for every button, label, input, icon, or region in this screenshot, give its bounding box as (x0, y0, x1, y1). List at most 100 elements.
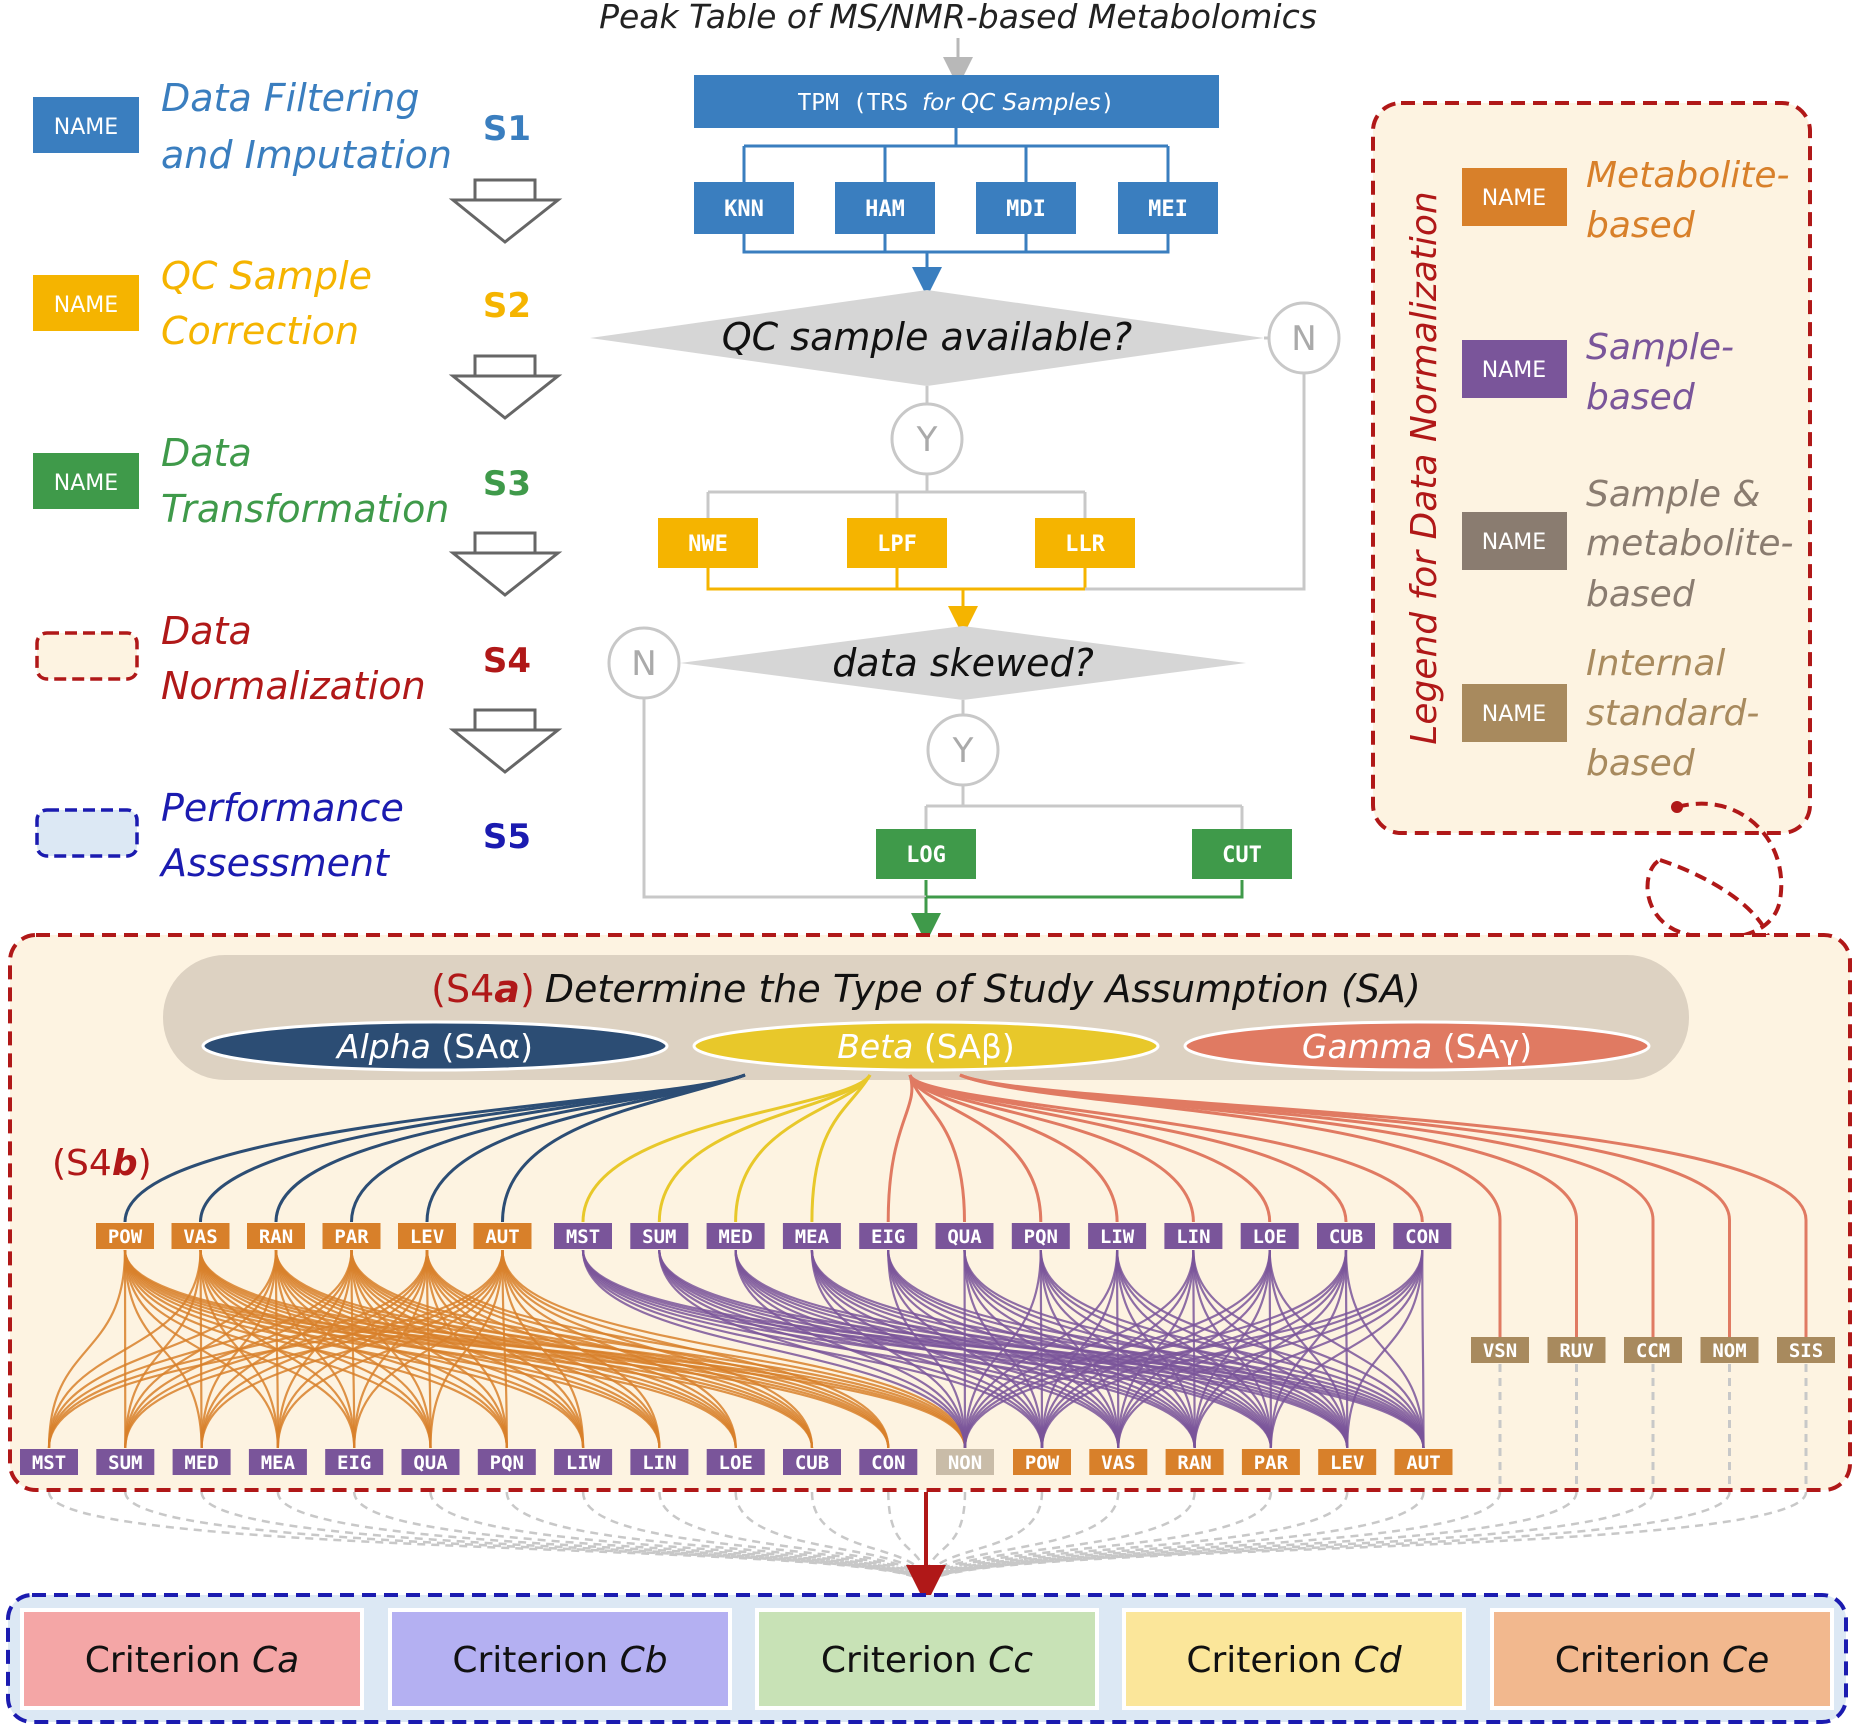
imputation-mdi: MDI (976, 182, 1076, 234)
tpm-label: TPM (TRS for QC Samples) (797, 90, 1114, 116)
assessment-link (47, 1491, 928, 1586)
norm-legend-text-line: metabolite- (1586, 523, 1794, 564)
metabolite-link (47, 1249, 278, 1449)
row1-aut-label: AUT (485, 1226, 519, 1248)
row2-loe-label: LOE (719, 1452, 753, 1474)
transform-log-box (876, 829, 976, 879)
down-arrow-icon (473, 708, 537, 732)
row2-non-box (936, 1449, 994, 1475)
row1-ccm-label: CCM (1636, 1340, 1670, 1362)
sample-link (810, 1249, 967, 1449)
row2-pqn: PQN (477, 1449, 536, 1475)
qc-branch-lines (706, 474, 1087, 518)
qc-llr: LLR (1035, 518, 1135, 568)
assessment-link (924, 1491, 1120, 1586)
criterion-cc: Criterion Cc (755, 1608, 1099, 1710)
row1-pow-label: POW (108, 1226, 143, 1248)
row2-lev-label: LEV (1330, 1452, 1364, 1474)
qc-lpf: LPF (847, 518, 947, 568)
row2-lev: LEV (1318, 1449, 1377, 1475)
imputation-knn: KNN (694, 182, 794, 234)
norm-legend-color-box (1462, 512, 1567, 570)
assessment-links (47, 1491, 1808, 1586)
norm-legend-text-line: Sample- (1586, 327, 1734, 368)
step-legend-s3: NAME Data Transformation S3 (33, 431, 531, 531)
row2-lin-box (630, 1449, 689, 1475)
down-arrow-icon (473, 178, 537, 202)
row1-vsn-label: VSN (1483, 1340, 1517, 1362)
row2-par-label: PAR (1254, 1452, 1289, 1474)
row2-mst-label: MST (32, 1452, 66, 1474)
assessment-link (924, 1491, 1502, 1586)
sample-link (963, 1249, 1271, 1449)
skewed-diamond (680, 626, 1246, 700)
qc-yes-label: Y (916, 420, 938, 460)
step-name-line1: QC Sample (161, 254, 372, 298)
step-legend: NAME Data Filtering and Imputation S1 NA… (33, 76, 563, 885)
qc-llr-box (1035, 518, 1135, 568)
norm-legend-text-line: based (1586, 377, 1696, 418)
row1-sum: SUM (630, 1223, 689, 1249)
row1-pow-box (96, 1223, 154, 1249)
row2-lin: LIN (630, 1449, 689, 1475)
row2-eig: EIG (325, 1449, 384, 1475)
step-name-line2: Correction (161, 309, 359, 353)
criterion-box (1490, 1608, 1834, 1710)
step-name-line1: Data (161, 609, 252, 653)
down-arrow-icon (448, 374, 563, 420)
row2-vas-label: VAS (1101, 1452, 1135, 1474)
row1-con-label: CON (1405, 1226, 1439, 1248)
sample-link (963, 1249, 1195, 1449)
step-id: S3 (483, 464, 531, 504)
imputation-mei-label: MEI (1148, 197, 1188, 222)
gamma-link (908, 1074, 1043, 1223)
row2-med: MED (172, 1449, 231, 1475)
assumption-alpha: Alpha (SAα) (201, 1020, 669, 1072)
tpm-box (694, 75, 1219, 128)
row1-sis: SIS (1777, 1337, 1835, 1363)
row1-liw-box (1088, 1223, 1147, 1249)
assessment-link (276, 1491, 928, 1586)
sample-link (963, 1249, 967, 1449)
row2-qua-box (401, 1449, 460, 1475)
row2-ran-box (1165, 1449, 1224, 1475)
s4a-heading: (S4a)Determine the Type of Study Assumpt… (431, 967, 1421, 1011)
row2-pow-label: POW (1025, 1452, 1060, 1474)
row1-eig-box (859, 1223, 918, 1249)
metabolite-link (200, 1249, 504, 1449)
transform-cut-box (1192, 829, 1292, 879)
step-name-line2: Assessment (158, 841, 391, 885)
step-name-line2: Normalization (161, 664, 426, 708)
skew-no-path (642, 698, 926, 899)
metabolite-link (501, 1249, 508, 1449)
skewed-question: data skewed? (832, 641, 1094, 685)
criterion-cb: Criterion Cb (388, 1608, 732, 1710)
step-name-line2: Transformation (161, 487, 449, 531)
sample-link (963, 1249, 1042, 1449)
row2-med-box (172, 1449, 231, 1475)
qc-llr-label: LLR (1065, 532, 1105, 557)
row2-par: PAR (1241, 1449, 1300, 1475)
transform-cut-label: CUT (1222, 843, 1262, 868)
row1-mst-label: MST (566, 1226, 600, 1248)
qc-available-diamond (590, 290, 1264, 386)
step-legend-s1: NAME Data Filtering and Imputation S1 (33, 76, 531, 177)
row1-loe-label: LOE (1253, 1226, 1287, 1248)
step-id: S1 (483, 109, 531, 149)
qc-merge-lines (706, 568, 1087, 591)
row1-ccm-box (1624, 1337, 1682, 1363)
row1-sum-label: SUM (642, 1226, 676, 1248)
alpha-ellipse (201, 1020, 669, 1072)
row1-nom: NOM (1700, 1337, 1759, 1363)
row1-pow: POW (96, 1223, 154, 1249)
tpm-branch-lines (742, 128, 1170, 182)
step-dashed-box (35, 631, 139, 681)
row1-pqn-label: PQN (1024, 1226, 1058, 1248)
row1-lin: LIN (1164, 1223, 1223, 1249)
normalization-legend: Legend for Data Normalization NAMEMetabo… (1371, 101, 1812, 976)
